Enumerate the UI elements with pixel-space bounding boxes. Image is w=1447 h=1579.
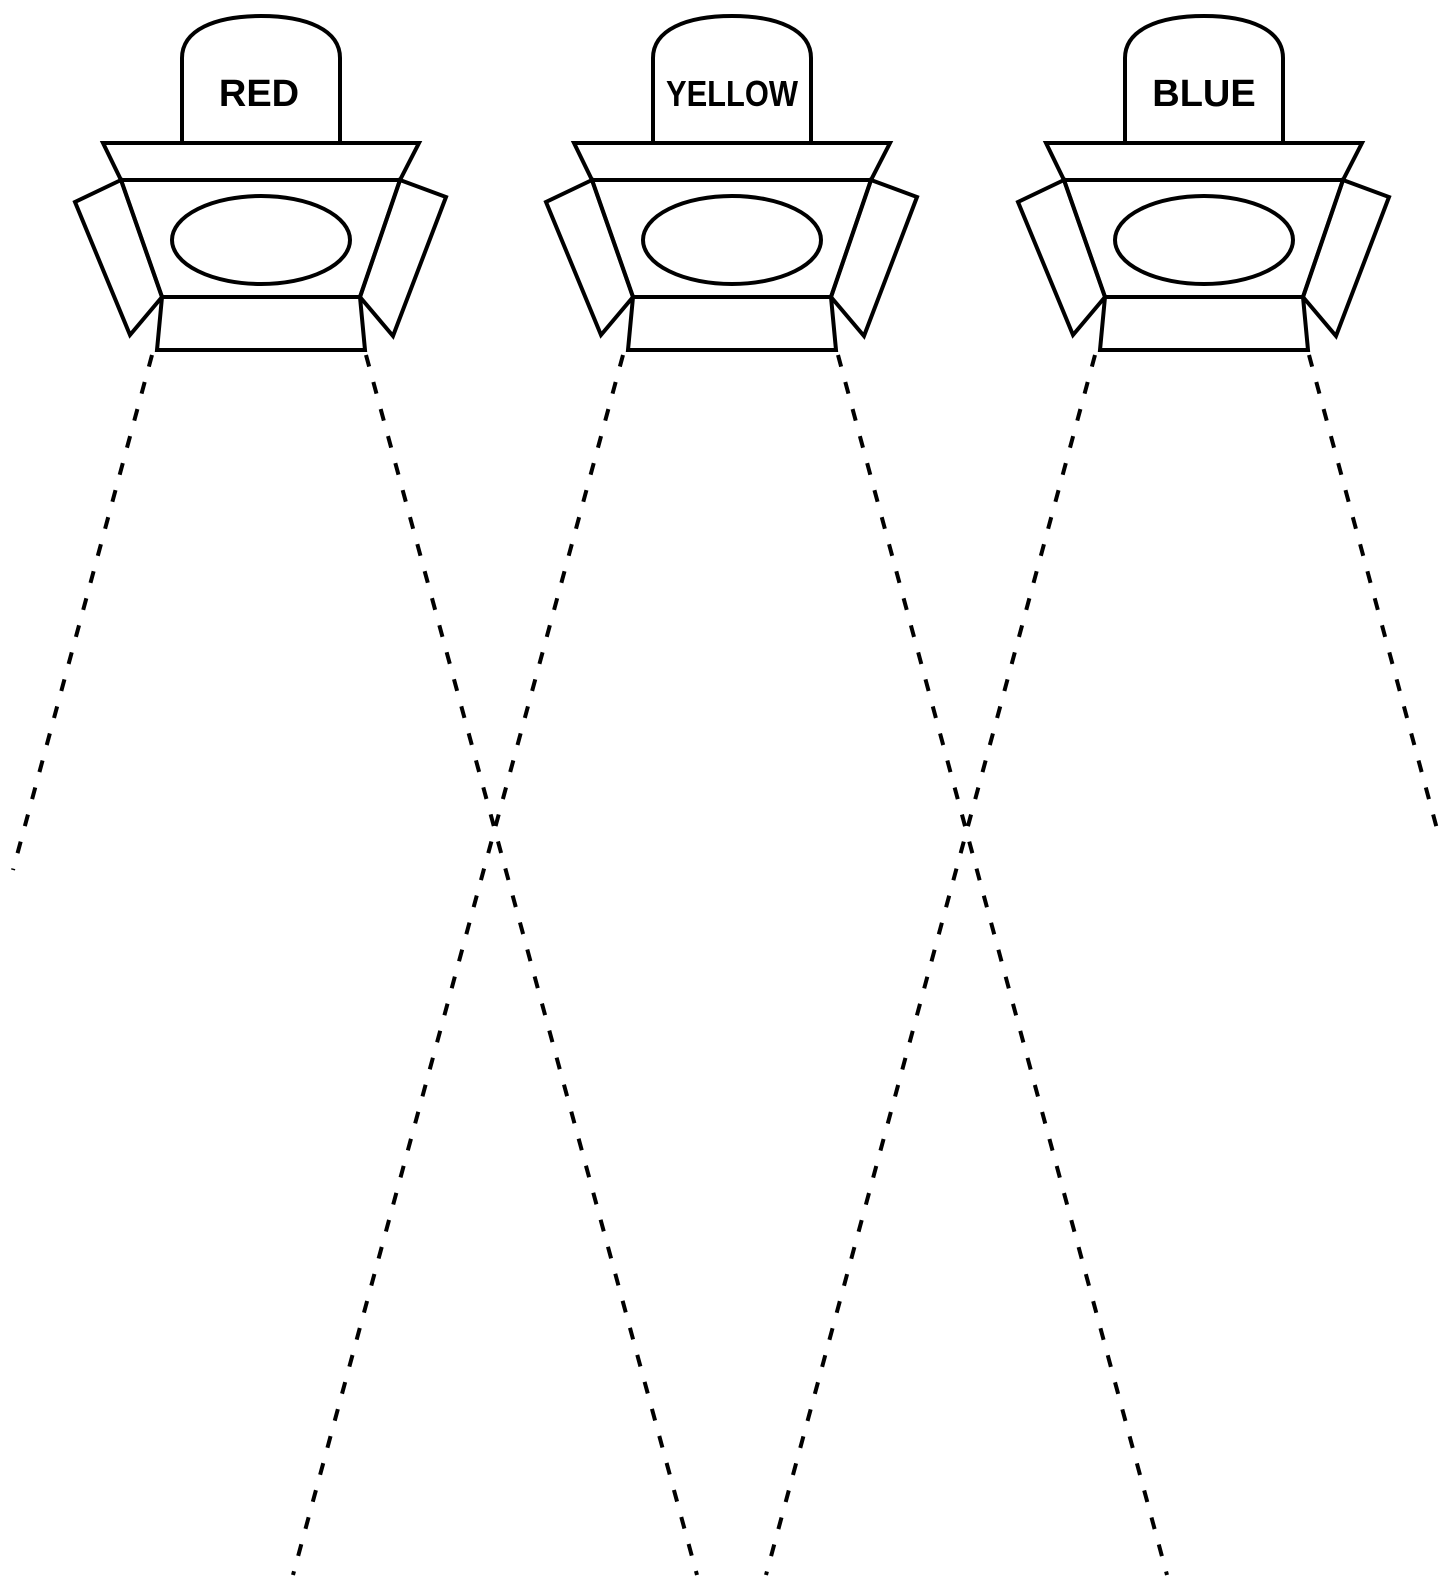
spotlight-red-bottom-flap — [154, 295, 368, 352]
spotlight-red: RED — [72, 13, 449, 352]
spotlight-red-label: RED — [219, 73, 299, 115]
beam-yellow-left — [291, 354, 625, 1576]
spotlight-yellow-bottom-flap — [625, 295, 839, 352]
beam-blue-left — [764, 354, 1097, 1576]
spotlight-blue-right-flap — [1300, 177, 1392, 340]
beam-red-right — [364, 354, 699, 1576]
spotlight-blue: BLUE — [1015, 13, 1392, 352]
spotlight-yellow-lens — [641, 194, 823, 286]
beam-red-left — [11, 354, 154, 871]
beam-blue-right — [1307, 354, 1442, 841]
spotlight-blue-label: BLUE — [1152, 73, 1255, 115]
spotlight-blue-cap — [1123, 13, 1285, 142]
spotlight-blue-bottom-flap — [1097, 295, 1311, 352]
light-beams — [11, 354, 1442, 1576]
spotlight-red-right-flap — [357, 177, 449, 340]
spotlight-yellow: YELLOW — [543, 13, 920, 352]
spotlight-yellow-label: YELLOW — [666, 73, 798, 114]
spotlight-yellow-top-band — [570, 141, 894, 182]
spotlight-red-top-band — [99, 141, 423, 182]
spotlight-blue-left-flap — [1015, 177, 1108, 339]
spotlight-red-lens — [170, 194, 352, 286]
spotlight-red-left-flap — [72, 177, 165, 339]
spotlight-yellow-cap — [651, 13, 813, 142]
spotlight-red-cap — [180, 13, 342, 142]
spotlight-blue-lens — [1113, 194, 1295, 286]
beam-yellow-right — [836, 354, 1169, 1576]
spotlight-yellow-left-flap — [543, 177, 636, 339]
spotlight-blue-top-band — [1042, 141, 1366, 182]
spotlight-yellow-right-flap — [828, 177, 920, 340]
